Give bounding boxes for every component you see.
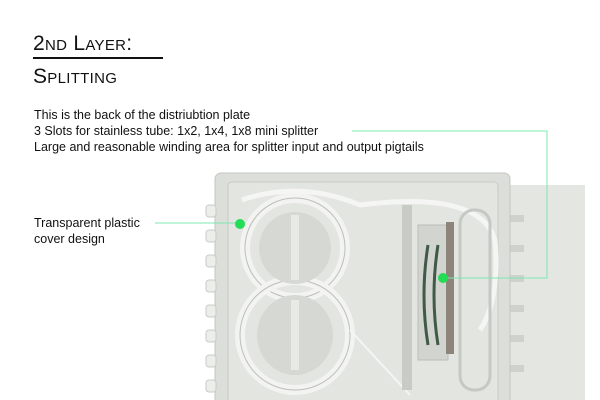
heading-splitting: Splitting (33, 65, 118, 88)
callout-dot-splitter (438, 273, 448, 283)
description-line: 3 Slots for stainless tube: 1x2, 1x4, 1x… (34, 124, 319, 138)
description-line: This is the back of the distriubtion pla… (34, 108, 251, 122)
callout-dot-cover (235, 219, 245, 229)
heading-layer: 2nd Layer: (33, 32, 133, 55)
callout-cover-line: Transparent plastic (34, 216, 140, 230)
fiber-winding-spools (235, 188, 499, 396)
description-block: This is the back of the distriubtion pla… (34, 107, 424, 155)
callout-cover-line: cover design (34, 232, 105, 246)
callout-line-splitter (352, 130, 548, 279)
splitter-slot-panel (402, 205, 492, 392)
left-hinges (205, 204, 217, 393)
callout-cover-label: Transparent plastic cover design (34, 215, 140, 247)
description-line: Large and reasonable winding area for sp… (34, 140, 424, 154)
heading-underline (33, 57, 163, 59)
